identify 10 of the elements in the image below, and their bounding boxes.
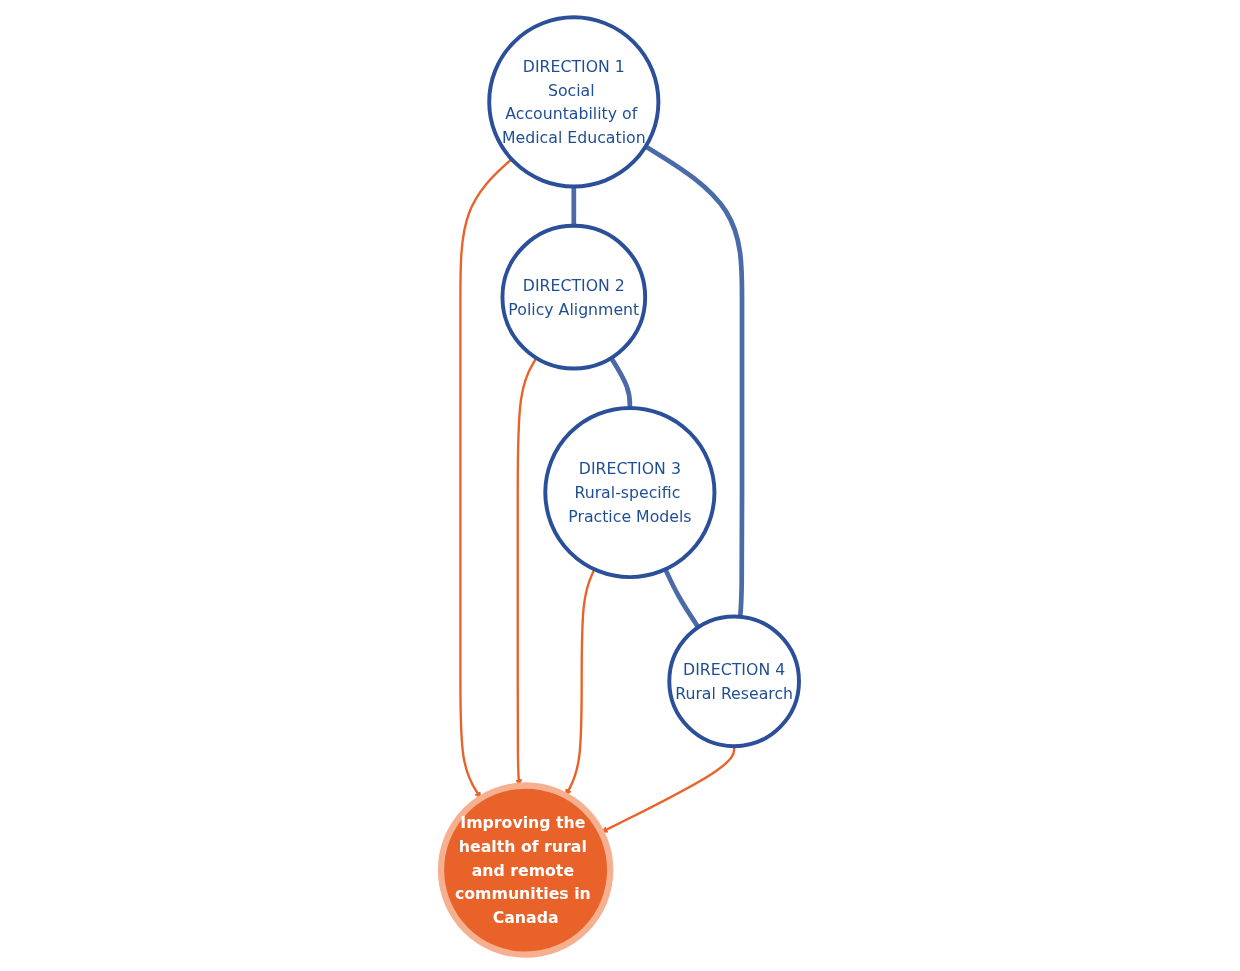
arrow	[565, 568, 596, 796]
node-circle: DIRECTION 2 Policy Alignment	[500, 223, 648, 371]
node-circle: DIRECTION 3 Rural-specific Practice Models	[543, 405, 717, 579]
connector	[644, 143, 745, 617]
connector	[609, 356, 633, 408]
node-circle: DIRECTION 1 Social Accountability of Medical Education	[487, 14, 661, 188]
arrow	[459, 157, 513, 799]
node-circle: DIRECTION 4 Rural Research	[667, 614, 801, 748]
node-circle: Improving the health of rural and remote communities in Canada	[437, 781, 614, 958]
connector	[571, 186, 577, 226]
